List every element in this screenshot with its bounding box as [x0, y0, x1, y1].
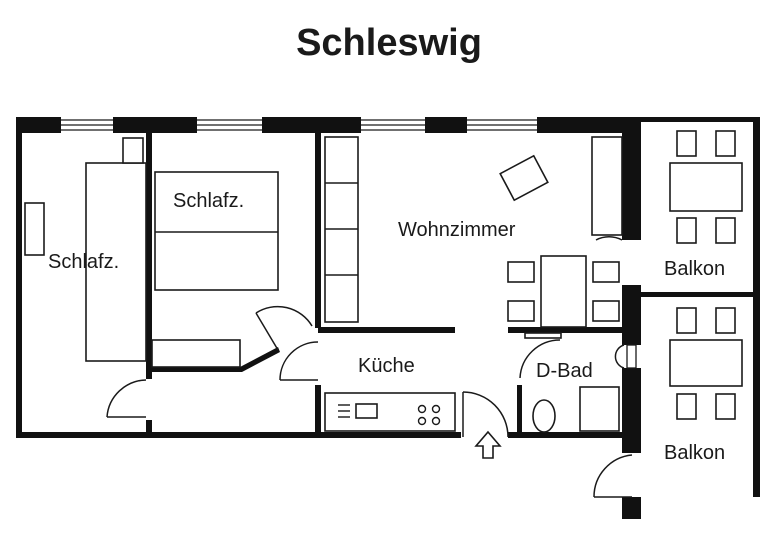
- bath-top-wall: [508, 327, 624, 333]
- room-label-schlafzimmer-2: Schlafz.: [173, 190, 244, 212]
- balcony-chair: [676, 130, 697, 157]
- balcony-table-2: [669, 339, 743, 387]
- bedroom-divider-low: [146, 420, 152, 438]
- right-wall-bottom: [622, 497, 641, 519]
- right-wall-upper: [622, 117, 641, 240]
- balcony-divider: [638, 292, 760, 297]
- toilet-icon: [532, 399, 556, 433]
- right-wall-low: [622, 368, 641, 453]
- room-label-balkon-1: Balkon: [664, 258, 725, 280]
- chair: [507, 261, 535, 283]
- chair: [507, 300, 535, 322]
- balcony-chair: [715, 217, 736, 244]
- bath-window: [626, 344, 637, 369]
- balcony-chair: [715, 307, 736, 334]
- room-label-schlafzimmer-1: Schlafz.: [48, 251, 119, 273]
- radiator-left: [24, 202, 45, 256]
- balcony-chair: [676, 217, 697, 244]
- living-left-wall: [315, 133, 321, 328]
- bath-left-wall: [517, 385, 522, 438]
- left-wall: [16, 117, 22, 438]
- bed-double: [154, 171, 279, 291]
- bench: [151, 339, 241, 368]
- kitchen-left-wall: [315, 385, 321, 438]
- top-wall-3: [262, 117, 361, 133]
- walls: [16, 117, 760, 519]
- stove-icon: [415, 400, 445, 426]
- top-wall-balcony: [638, 117, 760, 122]
- chair: [592, 261, 620, 283]
- balcony-table-1: [669, 162, 743, 212]
- armchair: [499, 154, 549, 202]
- kitchen-top-wall: [318, 327, 455, 333]
- bottom-wall-right: [508, 432, 624, 438]
- top-wall-1: [16, 117, 61, 133]
- tv-cabinet: [591, 136, 623, 236]
- balcony-chair: [715, 393, 736, 420]
- balcony-right-rail: [753, 117, 760, 497]
- entrance-arrow-icon: [474, 430, 502, 459]
- bottom-wall-left: [16, 432, 461, 438]
- top-wall-4: [425, 117, 467, 133]
- balcony-chair: [715, 130, 736, 157]
- wardrobe-left: [85, 162, 147, 362]
- room-label-dusch-bad: D-Bad: [536, 360, 593, 382]
- bedroom2-bottom-wall: [152, 367, 242, 372]
- sink: [355, 403, 378, 419]
- room-label-balkon-2: Balkon: [664, 442, 725, 464]
- bedroom-divider: [146, 133, 152, 379]
- dining-table: [540, 255, 587, 328]
- shower: [579, 386, 620, 432]
- room-label-wohnzimmer: Wohnzimmer: [398, 219, 516, 241]
- furniture: [24, 130, 743, 433]
- room-label-kueche: Küche: [358, 355, 415, 377]
- top-wall-5: [537, 117, 641, 133]
- top-wall-2: [113, 117, 197, 133]
- plan-title: Schleswig: [296, 22, 482, 64]
- door-swing-icon: [106, 236, 633, 498]
- balcony-chair: [676, 393, 697, 420]
- windows: [61, 119, 637, 369]
- stove-burners: [338, 404, 441, 426]
- right-wall-mid: [622, 285, 641, 345]
- nightstand: [122, 137, 144, 164]
- washbasin-counter: [524, 332, 562, 339]
- chair: [592, 300, 620, 322]
- bedroom2-diag-wall: [240, 347, 280, 372]
- balcony-chair: [676, 307, 697, 334]
